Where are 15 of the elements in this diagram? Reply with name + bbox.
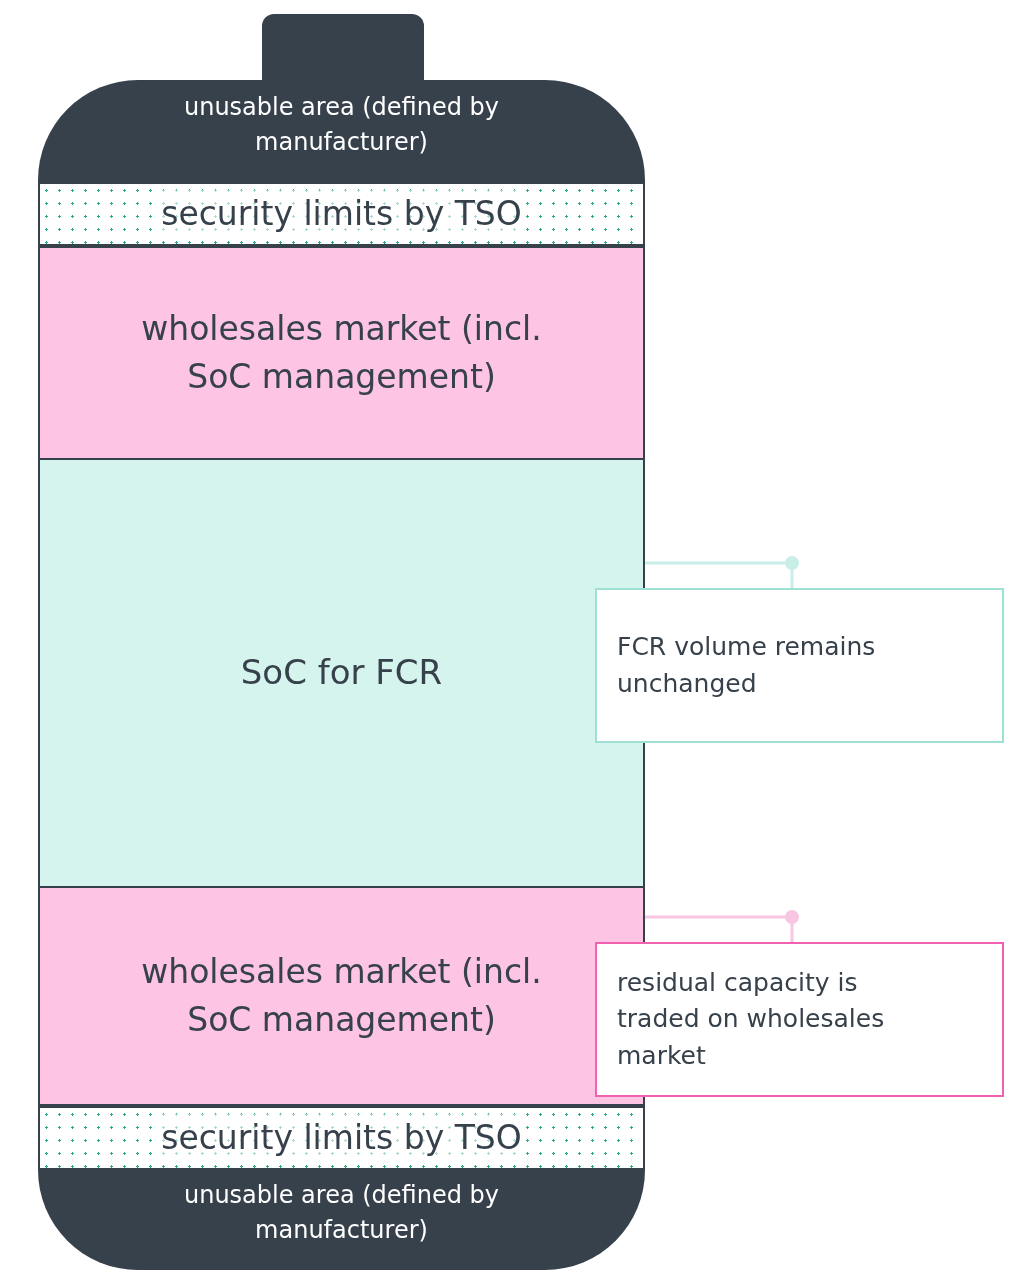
market-band [38,246,645,460]
band-label: unusable area (defined by manufacturer) [182,1180,500,1246]
callout-box [595,942,1004,1097]
band-label: unusable area (defined by manufacturer) [182,92,500,158]
band-label: wholesales market (incl. SoC management) [140,308,543,398]
leader-line [645,556,799,588]
band-label: SoC for FCR [240,651,443,695]
band-label: wholesales market (incl. SoC management) [140,951,543,1041]
battery-terminal [262,14,424,82]
dotted-band [38,182,645,246]
callout-box [595,588,1004,743]
leader-line [645,910,799,942]
callout-text: residual capacity is traded on wholesales market [617,967,886,1072]
dotted-band [38,1106,645,1170]
callout-text: FCR volume remains unchanged [617,631,877,700]
